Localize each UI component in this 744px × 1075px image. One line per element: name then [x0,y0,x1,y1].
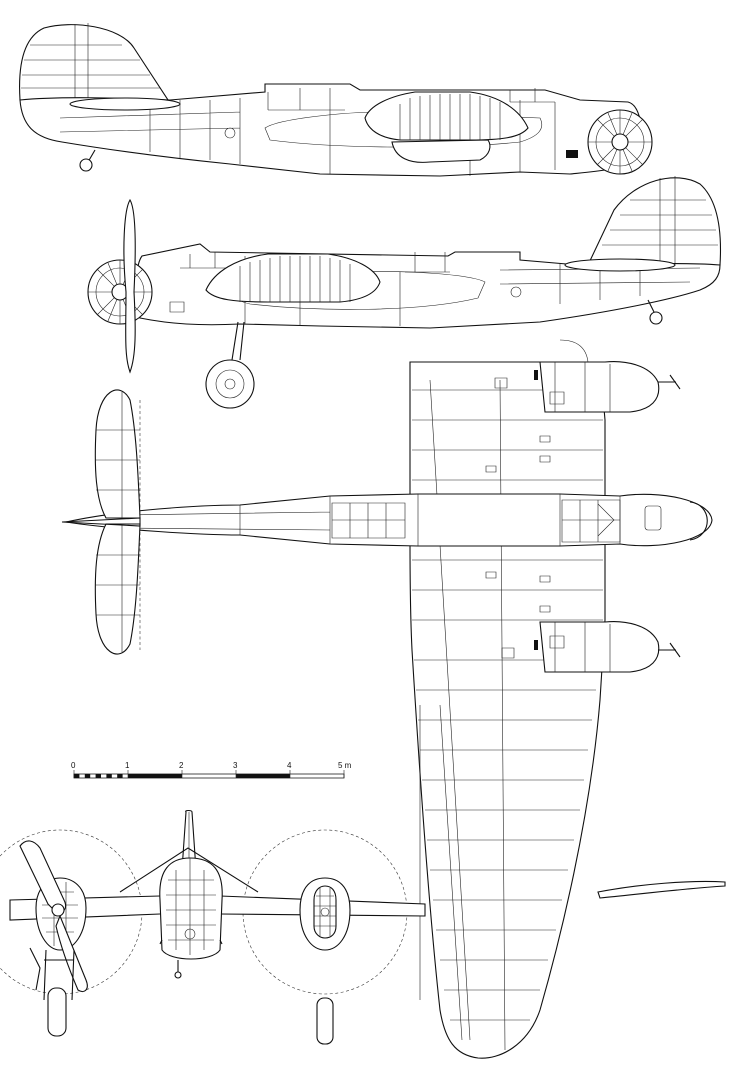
scale-segment [84,774,91,778]
engine-nacelle-top [540,362,659,412]
tail-wheel [650,312,662,324]
engine-nacelle [365,92,528,140]
main-wheel [206,360,254,408]
tailplane [70,98,180,110]
main-wheel-front [48,988,66,1036]
scale-tick-label: 0 [71,761,76,770]
scale-tick-label: 2 [179,761,184,770]
tailplane [565,259,675,271]
front-view [0,811,425,1045]
tail-wheel [80,159,92,171]
wing-planform [410,362,605,1058]
top-view [62,340,712,1058]
scale-segment [74,774,80,778]
scale-tick-label: 5 m [338,761,352,770]
propeller-blade [124,200,135,372]
side-view-left [88,176,720,408]
wing-section-profile [598,881,725,898]
horizontal-tail [95,390,140,518]
scale-segment [236,774,290,778]
scale-tick-label: 4 [287,761,292,770]
engine-nacelle-top [540,622,659,672]
scale-segment [117,774,123,778]
scale-segment [106,774,112,778]
tail-fin [20,25,168,100]
engine-nacelle [206,254,380,302]
scale-tick-label: 1 [125,761,130,770]
tail-fin [588,178,720,265]
main-wheel-front [317,998,333,1044]
side-view-right [20,23,652,176]
horizontal-tail [95,524,140,654]
scale-bar: 0 1 2 3 4 5 m [71,761,352,778]
scale-tick-label: 3 [233,761,238,770]
propeller-blade [56,916,87,992]
scale-segment [95,774,101,778]
fuselage-front [160,858,222,959]
scale-segment [128,774,182,778]
